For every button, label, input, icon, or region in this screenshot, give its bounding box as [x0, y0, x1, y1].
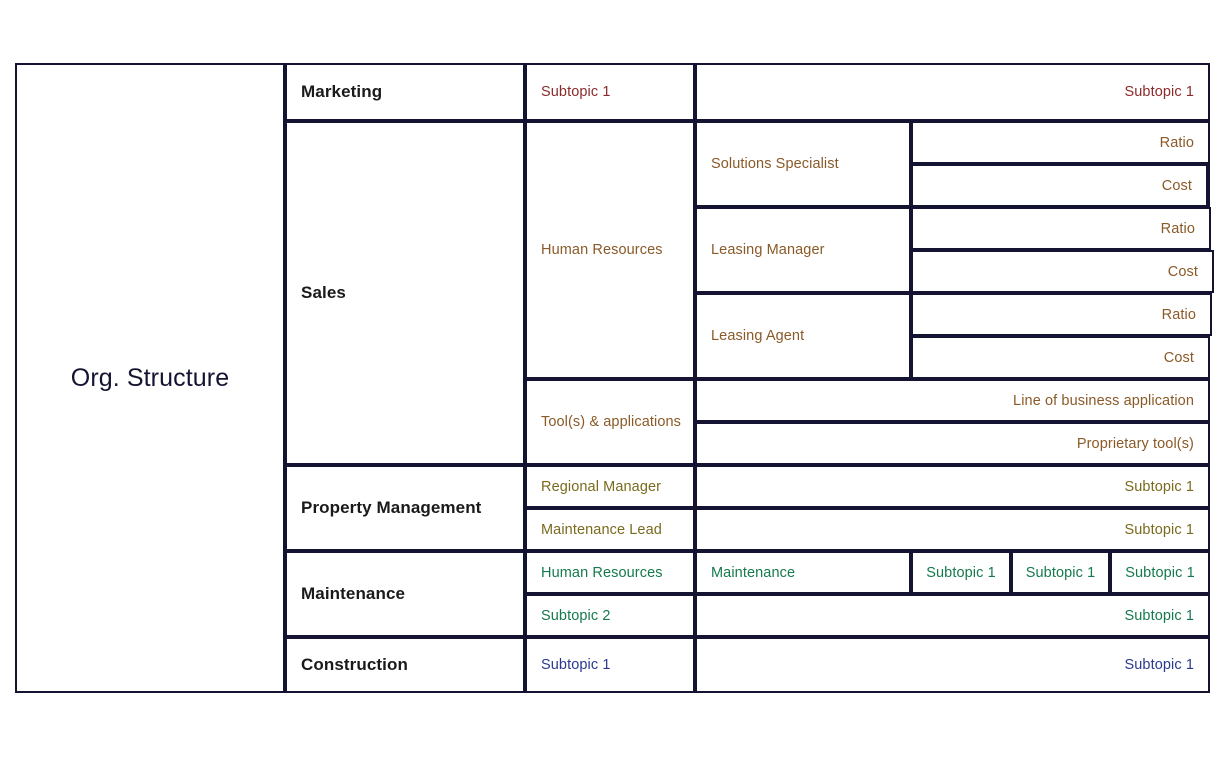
maintenance-child-maintenance-label: Maintenance	[711, 564, 796, 581]
maintenance-detail-3-label: Subtopic 1	[1125, 564, 1195, 581]
maintenance-detail-2-label: Subtopic 1	[1025, 564, 1096, 581]
sales-leasing-agent-cost[interactable]: Cost	[911, 336, 1210, 379]
sales-role-leasing-agent-label: Leasing Agent	[711, 328, 805, 344]
sales-leasing-agent-ratio[interactable]: Ratio	[911, 293, 1212, 336]
maintenance-detail-3[interactable]: Subtopic 1	[1110, 551, 1210, 594]
property-management-maintenance-lead-detail-label: Subtopic 1	[1124, 521, 1194, 538]
sales-tool-proprietary-tools[interactable]: Proprietary tool(s)	[695, 422, 1210, 465]
sales-human-resources-label: Human Resources	[541, 242, 663, 258]
sales-tools-applications-label: Tool(s) & applications	[541, 414, 682, 430]
maintenance-detail-1-label: Subtopic 1	[926, 564, 996, 581]
maintenance-child-maintenance[interactable]: Maintenance	[695, 551, 911, 594]
branch-maintenance-label: Maintenance	[301, 584, 406, 603]
sales-leasing-manager-ratio[interactable]: Ratio	[911, 207, 1211, 250]
sales-solutions-specialist-ratio[interactable]: Ratio	[911, 121, 1210, 164]
maintenance-detail-1[interactable]: Subtopic 1	[911, 551, 1011, 594]
property-management-regional-manager-detail-label: Subtopic 1	[1124, 478, 1194, 495]
branch-property-management-label: Property Management	[301, 498, 482, 517]
sales-tool-proprietary-tools-label: Proprietary tool(s)	[1076, 435, 1194, 452]
sales-role-leasing-agent[interactable]: Leasing Agent	[695, 293, 911, 379]
sales-tool-line-of-business-application-label: Line of business application	[1013, 392, 1194, 409]
sales-leasing-manager-ratio-label: Ratio	[1160, 220, 1195, 237]
sales-leasing-manager-cost[interactable]: Cost	[911, 250, 1214, 293]
maintenance-subtopic-2-label: Subtopic 2	[541, 607, 611, 624]
branch-property-management[interactable]: Property Management	[285, 465, 525, 551]
branch-marketing[interactable]: Marketing	[285, 63, 525, 121]
construction-detail[interactable]: Subtopic 1	[695, 637, 1210, 693]
sales-role-leasing-manager-label: Leasing Manager	[711, 242, 825, 258]
sales-tool-line-of-business-application[interactable]: Line of business application	[695, 379, 1210, 422]
maintenance-subtopic-2[interactable]: Subtopic 2	[525, 594, 695, 637]
sales-solutions-specialist-cost[interactable]: Cost	[911, 164, 1208, 207]
branch-sales-label: Sales	[301, 283, 346, 302]
sales-tools-applications[interactable]: Tool(s) & applications	[525, 379, 695, 465]
sales-role-solutions-specialist-label: Solutions Specialist	[711, 156, 839, 172]
sales-role-solutions-specialist[interactable]: Solutions Specialist	[695, 121, 911, 207]
root-node-org-structure[interactable]: Org. Structure	[15, 63, 285, 693]
sales-leasing-agent-cost-label: Cost	[1163, 349, 1194, 366]
branch-marketing-label: Marketing	[301, 82, 383, 101]
branch-construction-label: Construction	[301, 655, 408, 674]
marketing-detail[interactable]: Subtopic 1	[695, 63, 1210, 121]
branch-sales[interactable]: Sales	[285, 121, 525, 465]
sales-human-resources[interactable]: Human Resources	[525, 121, 695, 379]
property-management-role-regional-manager[interactable]: Regional Manager	[525, 465, 695, 508]
sales-solutions-specialist-ratio-label: Ratio	[1159, 134, 1194, 151]
branch-maintenance[interactable]: Maintenance	[285, 551, 525, 637]
property-management-role-maintenance-lead[interactable]: Maintenance Lead	[525, 508, 695, 551]
property-management-role-maintenance-lead-label: Maintenance Lead	[541, 521, 662, 538]
property-management-role-regional-manager-label: Regional Manager	[541, 478, 662, 495]
maintenance-human-resources[interactable]: Human Resources	[525, 551, 695, 594]
sales-leasing-manager-cost-label: Cost	[1167, 263, 1198, 280]
sales-solutions-specialist-cost-label: Cost	[1161, 177, 1192, 194]
maintenance-detail-2[interactable]: Subtopic 1	[1011, 551, 1110, 594]
maintenance-subtopic-2-detail-label: Subtopic 1	[1124, 607, 1194, 624]
maintenance-subtopic-2-detail[interactable]: Subtopic 1	[695, 594, 1210, 637]
marketing-subtopic[interactable]: Subtopic 1	[525, 63, 695, 121]
sales-leasing-agent-ratio-label: Ratio	[1161, 306, 1196, 323]
marketing-detail-label: Subtopic 1	[1124, 84, 1194, 100]
property-management-maintenance-lead-detail[interactable]: Subtopic 1	[695, 508, 1210, 551]
sales-role-leasing-manager[interactable]: Leasing Manager	[695, 207, 911, 293]
construction-subtopic-label: Subtopic 1	[541, 657, 611, 673]
maintenance-human-resources-label: Human Resources	[541, 564, 663, 581]
branch-construction[interactable]: Construction	[285, 637, 525, 693]
marketing-subtopic-label: Subtopic 1	[541, 84, 611, 100]
construction-subtopic[interactable]: Subtopic 1	[525, 637, 695, 693]
construction-detail-label: Subtopic 1	[1124, 657, 1194, 673]
root-node-label: Org. Structure	[70, 363, 230, 392]
property-management-regional-manager-detail[interactable]: Subtopic 1	[695, 465, 1210, 508]
